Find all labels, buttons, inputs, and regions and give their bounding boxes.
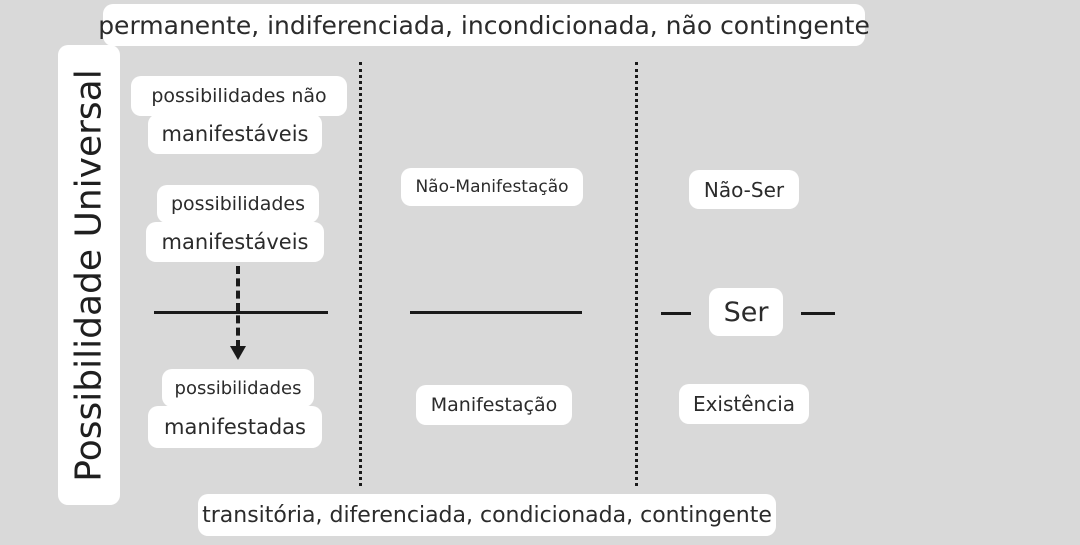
- unmanifestable-line2-text: manifestáveis: [161, 122, 309, 146]
- existence-text: Existência: [692, 392, 796, 416]
- dotted-divider-left: [359, 62, 362, 486]
- manifestable-line2-text: manifestáveis: [161, 230, 309, 254]
- dotted-divider-right: [635, 62, 638, 486]
- bottom-label: transitória, diferenciada, condicionada,…: [198, 494, 776, 536]
- non-manifestation-text: Não-Manifestação: [415, 177, 569, 197]
- unmanifestable-line1-text: possibilidades não: [151, 85, 327, 107]
- manifestable-line2: manifestáveis: [146, 222, 324, 262]
- manifestation-text: Manifestação: [430, 394, 558, 416]
- divider-line-col2: [410, 311, 582, 314]
- manifestation-arrow-shaft: [236, 266, 240, 348]
- unmanifestable-line1: possibilidades não: [131, 76, 347, 116]
- being-label: Ser: [709, 288, 783, 336]
- divider-line-col3-right: [801, 312, 835, 315]
- manifested-line2: manifestadas: [148, 406, 322, 448]
- bottom-label-text: transitória, diferenciada, condicionada,…: [202, 502, 772, 528]
- top-label-text: permanente, indiferenciada, incondiciona…: [98, 10, 870, 40]
- unmanifestable-line2: manifestáveis: [148, 114, 322, 154]
- existence-label: Existência: [679, 384, 809, 424]
- divider-line-col3-left: [661, 312, 691, 315]
- arrow-down-icon: [230, 346, 246, 360]
- manifested-line1: possibilidades: [162, 369, 314, 407]
- manifested-line1-text: possibilidades: [174, 377, 302, 399]
- manifestable-line1-text: possibilidades: [170, 193, 305, 215]
- side-label-text: Possibilidade Universal: [68, 68, 110, 482]
- manifested-line2-text: manifestadas: [164, 415, 306, 439]
- divider-line-col1: [154, 311, 328, 314]
- manifestable-line1: possibilidades: [157, 185, 319, 223]
- non-being-label: Não-Ser: [689, 170, 799, 209]
- side-label: Possibilidade Universal: [58, 45, 120, 505]
- non-manifestation-label: Não-Manifestação: [401, 168, 583, 206]
- non-being-text: Não-Ser: [703, 177, 785, 202]
- being-text: Ser: [723, 296, 769, 328]
- manifestation-label: Manifestação: [416, 385, 572, 425]
- top-label: permanente, indiferenciada, incondiciona…: [98, 4, 870, 46]
